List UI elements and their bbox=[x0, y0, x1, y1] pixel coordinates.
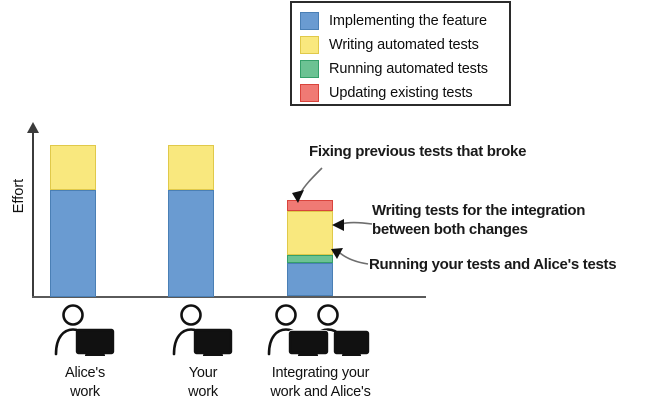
legend-swatch-updating bbox=[300, 84, 319, 102]
legend-swatch-running bbox=[300, 60, 319, 78]
category-label-your-work: Your work bbox=[143, 364, 263, 402]
category-label-alices-work: Alice's work bbox=[25, 364, 145, 402]
y-axis-arrowhead bbox=[27, 122, 39, 133]
bar-alices-work bbox=[50, 145, 96, 297]
person-computer-svg-1 bbox=[54, 304, 115, 357]
legend-item-implementing: Implementing the feature bbox=[292, 9, 509, 33]
legend-swatch-implementing bbox=[300, 12, 319, 30]
bar-segment-implementing-3 bbox=[287, 263, 333, 296]
two-people-computers-svg bbox=[267, 304, 370, 357]
bar-segment-updating-3 bbox=[287, 200, 333, 211]
bar-segment-writing-3 bbox=[287, 211, 333, 255]
bar-segment-writing-1 bbox=[50, 145, 96, 190]
person-computer-svg-2 bbox=[172, 304, 233, 357]
legend-item-writing: Writing automated tests bbox=[292, 33, 509, 57]
legend-label-updating: Updating existing tests bbox=[329, 85, 473, 101]
person-with-computer-icon-1 bbox=[52, 304, 118, 357]
bar-segment-implementing-1 bbox=[50, 190, 96, 297]
category-label-your-work-line1: Your bbox=[188, 365, 218, 381]
two-people-with-computers-icon bbox=[265, 304, 375, 357]
legend-item-running: Running automated tests bbox=[292, 57, 509, 81]
annotation-writing-integration-tests-line2: between both changes bbox=[372, 221, 528, 238]
legend-item-updating: Updating existing tests bbox=[292, 81, 509, 105]
annotation-fixing-previous-tests: Fixing previous tests that broke bbox=[309, 142, 589, 161]
chart-legend: Implementing the feature Writing automat… bbox=[290, 1, 511, 106]
legend-label-implementing: Implementing the feature bbox=[329, 13, 487, 29]
legend-swatch-writing bbox=[300, 36, 319, 54]
bar-segment-running-3 bbox=[287, 255, 333, 263]
y-axis-label: Effort bbox=[11, 178, 27, 214]
annotation-writing-integration-tests-line1: Writing tests for the integration bbox=[372, 202, 586, 219]
category-label-alices-work-line1: Alice's bbox=[64, 365, 106, 381]
category-label-integrating: Integrating your work and Alice's bbox=[243, 364, 398, 402]
bar-segment-implementing-2 bbox=[168, 190, 214, 297]
x-axis-line bbox=[32, 296, 426, 298]
category-label-your-work-line2: work bbox=[188, 384, 218, 400]
annotation-running-tests-line1: Running your tests and Alice's tests bbox=[369, 256, 617, 273]
legend-label-running: Running automated tests bbox=[329, 61, 488, 77]
bar-segment-writing-2 bbox=[168, 145, 214, 190]
bar-your-work bbox=[168, 145, 214, 297]
annotation-fixing-previous-tests-line1: Fixing previous tests that broke bbox=[309, 143, 527, 160]
category-label-integrating-line2: work and Alice's bbox=[270, 384, 371, 400]
category-label-integrating-line1: Integrating your bbox=[271, 365, 370, 381]
legend-label-writing: Writing automated tests bbox=[329, 37, 479, 53]
y-axis-line bbox=[32, 131, 34, 297]
person-with-computer-icon-2 bbox=[170, 304, 236, 357]
category-label-alices-work-line2: work bbox=[70, 384, 100, 400]
annotation-running-tests: Running your tests and Alice's tests bbox=[369, 255, 650, 274]
annotation-writing-integration-tests: Writing tests for the integration betwee… bbox=[372, 201, 642, 239]
bar-integrating-work bbox=[287, 200, 333, 296]
